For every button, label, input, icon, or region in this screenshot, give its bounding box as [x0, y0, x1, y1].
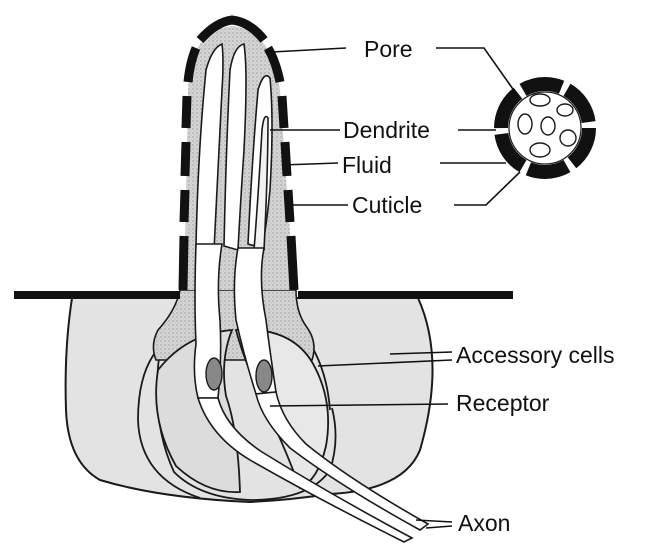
- label-dendrite: Dendrite: [343, 117, 430, 143]
- label-receptor: Receptor: [456, 390, 550, 416]
- leader-pore: [272, 48, 346, 52]
- cross-section-inset: [501, 84, 589, 172]
- label-accessory-cells: Accessory cells: [456, 342, 614, 368]
- label-cuticle: Cuticle: [352, 192, 422, 218]
- label-fluid: Fluid: [342, 152, 392, 178]
- leader-cuticle-inset: [454, 172, 520, 205]
- leader-pore-inset: [436, 48, 515, 92]
- label-axon: Axon: [458, 510, 510, 536]
- leader-axon-b: [426, 526, 452, 528]
- receptor-nucleus-left: [206, 358, 222, 390]
- label-pore: Pore: [364, 36, 413, 62]
- receptor-nucleus-right: [256, 360, 272, 392]
